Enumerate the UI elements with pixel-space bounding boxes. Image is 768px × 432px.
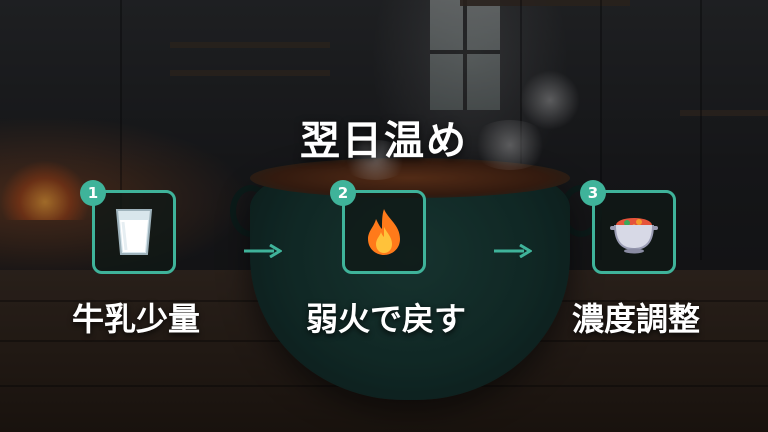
step-icon-box [342, 190, 426, 274]
milk-glass-icon [115, 209, 153, 255]
shelf [680, 110, 768, 116]
fire-icon [368, 209, 400, 255]
shelf [460, 0, 630, 6]
kitchen-window [430, 0, 500, 110]
stew-pot-icon [610, 218, 658, 254]
arrow-right-icon [492, 244, 532, 258]
arrow-right-icon [242, 244, 282, 258]
hearth-fire [0, 160, 90, 220]
step-number-badge: 2 [330, 180, 356, 206]
shelf [170, 70, 330, 76]
step-icon-box [592, 190, 676, 274]
step-1: 1 牛乳少量 [36, 180, 236, 340]
step-3: 3 濃度調整 [536, 180, 736, 340]
step-label: 濃度調整 [571, 300, 700, 338]
step-icon-box [92, 190, 176, 274]
step-label: 弱火で戻す [305, 300, 466, 338]
step-number-badge: 3 [580, 180, 606, 206]
shelf [170, 42, 330, 48]
step-label: 牛乳少量 [71, 300, 200, 338]
slide-title: 翌日温め [300, 118, 468, 164]
step-2: 2 弱火で戻す [286, 180, 486, 340]
step-number-badge: 1 [80, 180, 106, 206]
